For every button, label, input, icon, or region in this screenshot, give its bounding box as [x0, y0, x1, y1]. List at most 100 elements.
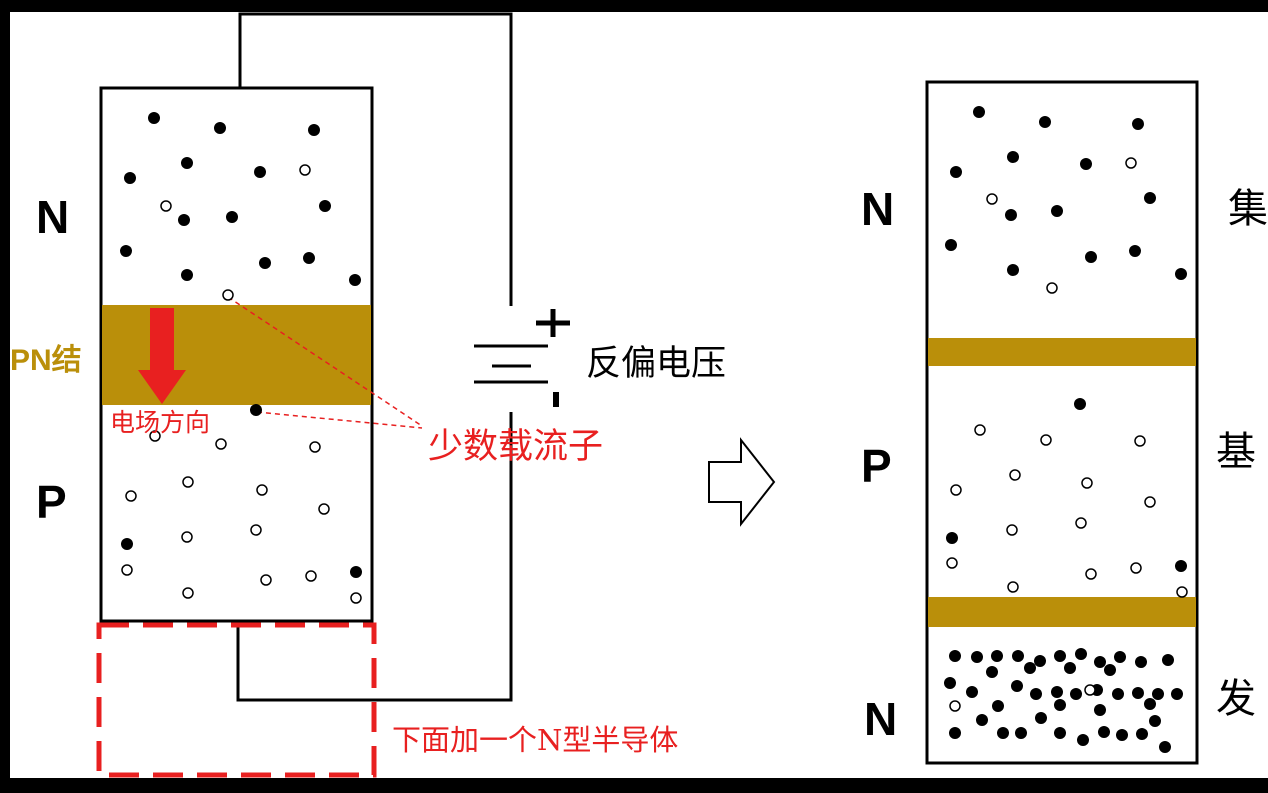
electron-dot [1034, 655, 1046, 667]
hole-dot [1075, 517, 1087, 529]
hole-dot [309, 441, 321, 453]
electron-dot [1012, 650, 1024, 662]
electron-dot [971, 651, 983, 663]
hole-dot [1084, 684, 1096, 696]
electron-dot [1015, 727, 1027, 739]
hole-dot [1176, 586, 1188, 598]
electron-dot [946, 532, 958, 544]
circuit-wire [236, 12, 513, 702]
electron-dot [1098, 726, 1110, 738]
electron-dot [944, 677, 956, 689]
electron-dot [976, 714, 988, 726]
reverse-bias-label: 反偏电压 [586, 344, 726, 384]
hole-dot [250, 524, 262, 536]
electron-dot [950, 166, 962, 178]
electron-dot [1114, 651, 1126, 663]
electron-dot [1175, 268, 1187, 280]
hole-dot [1040, 434, 1052, 446]
electron-dot [1007, 264, 1019, 276]
electron-dot [214, 122, 226, 134]
electron-dot [181, 157, 193, 169]
electron-dot [1132, 687, 1144, 699]
hole-dot [986, 193, 998, 205]
hole-dot [1144, 496, 1156, 508]
field-direction-label: 电场方向 [110, 408, 210, 437]
hole-dot [181, 531, 193, 543]
base-emitter-junction [928, 597, 1196, 627]
plus-icon [536, 309, 570, 337]
minority-carrier-label: 少数载流子 [428, 427, 603, 467]
right-p-label: P [861, 440, 892, 492]
electron-dot [1011, 680, 1023, 692]
electron-dot [350, 566, 362, 578]
electron-dot [973, 106, 985, 118]
electron-dot [1054, 727, 1066, 739]
electron-dot [1144, 192, 1156, 204]
hole-dot [950, 484, 962, 496]
electron-dot [1175, 560, 1187, 572]
electron-dot [986, 666, 998, 678]
electron-dot [991, 650, 1003, 662]
electron-dot [1132, 118, 1144, 130]
electron-dot [254, 166, 266, 178]
hole-dot [222, 289, 234, 301]
hole-dot [949, 700, 961, 712]
electron-dot [303, 252, 315, 264]
hole-dot [121, 564, 133, 576]
add-n-label: 下面加一个N型半导体 [392, 723, 678, 757]
pn-junction-band [102, 305, 371, 405]
hole-dot [305, 570, 317, 582]
electron-dot [1054, 699, 1066, 711]
emitter-label: 发 [1216, 676, 1256, 722]
electron-dot [1024, 662, 1036, 674]
electron-dot [997, 727, 1009, 739]
electron-dot [1149, 715, 1161, 727]
pointer-line [227, 296, 423, 429]
electron-dot [1094, 704, 1106, 716]
electron-dot [259, 257, 271, 269]
hole-dot [1007, 581, 1019, 593]
electron-dot [992, 700, 1004, 712]
field-direction-arrow-icon [138, 308, 186, 404]
pn-junction-label: PN结 [10, 344, 82, 377]
right-hollow-arrow-icon [708, 437, 776, 527]
electron-dot [1074, 398, 1086, 410]
hole-dot [215, 438, 227, 450]
right-n-bottom-label: N [864, 693, 897, 745]
hole-dot [1006, 524, 1018, 536]
electron-dot [1104, 664, 1116, 676]
hole-dot [256, 484, 268, 496]
electron-dot [1077, 734, 1089, 746]
hole-dot [182, 587, 194, 599]
electron-dot [226, 211, 238, 223]
hole-dot [182, 476, 194, 488]
electron-dot [1116, 729, 1128, 741]
electron-dot [949, 650, 961, 662]
electron-dot [1136, 728, 1148, 740]
hole-dot [1046, 282, 1058, 294]
right-carriers [944, 106, 1188, 753]
hole-dot [974, 424, 986, 436]
electron-dot [949, 727, 961, 739]
hole-dot [1125, 157, 1137, 169]
hole-dot [1085, 568, 1097, 580]
electron-dot [181, 269, 193, 281]
hole-dot [350, 592, 362, 604]
electron-dot [148, 112, 160, 124]
hole-dot [260, 574, 272, 586]
electron-dot [1112, 688, 1124, 700]
electron-dot [1080, 158, 1092, 170]
hole-dot [299, 164, 311, 176]
electron-dot [1171, 688, 1183, 700]
electron-dot [1159, 741, 1171, 753]
electron-dot [1005, 209, 1017, 221]
base-label: 基 [1216, 429, 1256, 475]
hole-dot [1081, 477, 1093, 489]
electron-dot [1007, 151, 1019, 163]
left-n-label: N [36, 191, 69, 243]
add-n-region-box [96, 622, 377, 778]
electron-dot [178, 214, 190, 226]
electron-dot [1039, 116, 1051, 128]
electron-dot [319, 200, 331, 212]
